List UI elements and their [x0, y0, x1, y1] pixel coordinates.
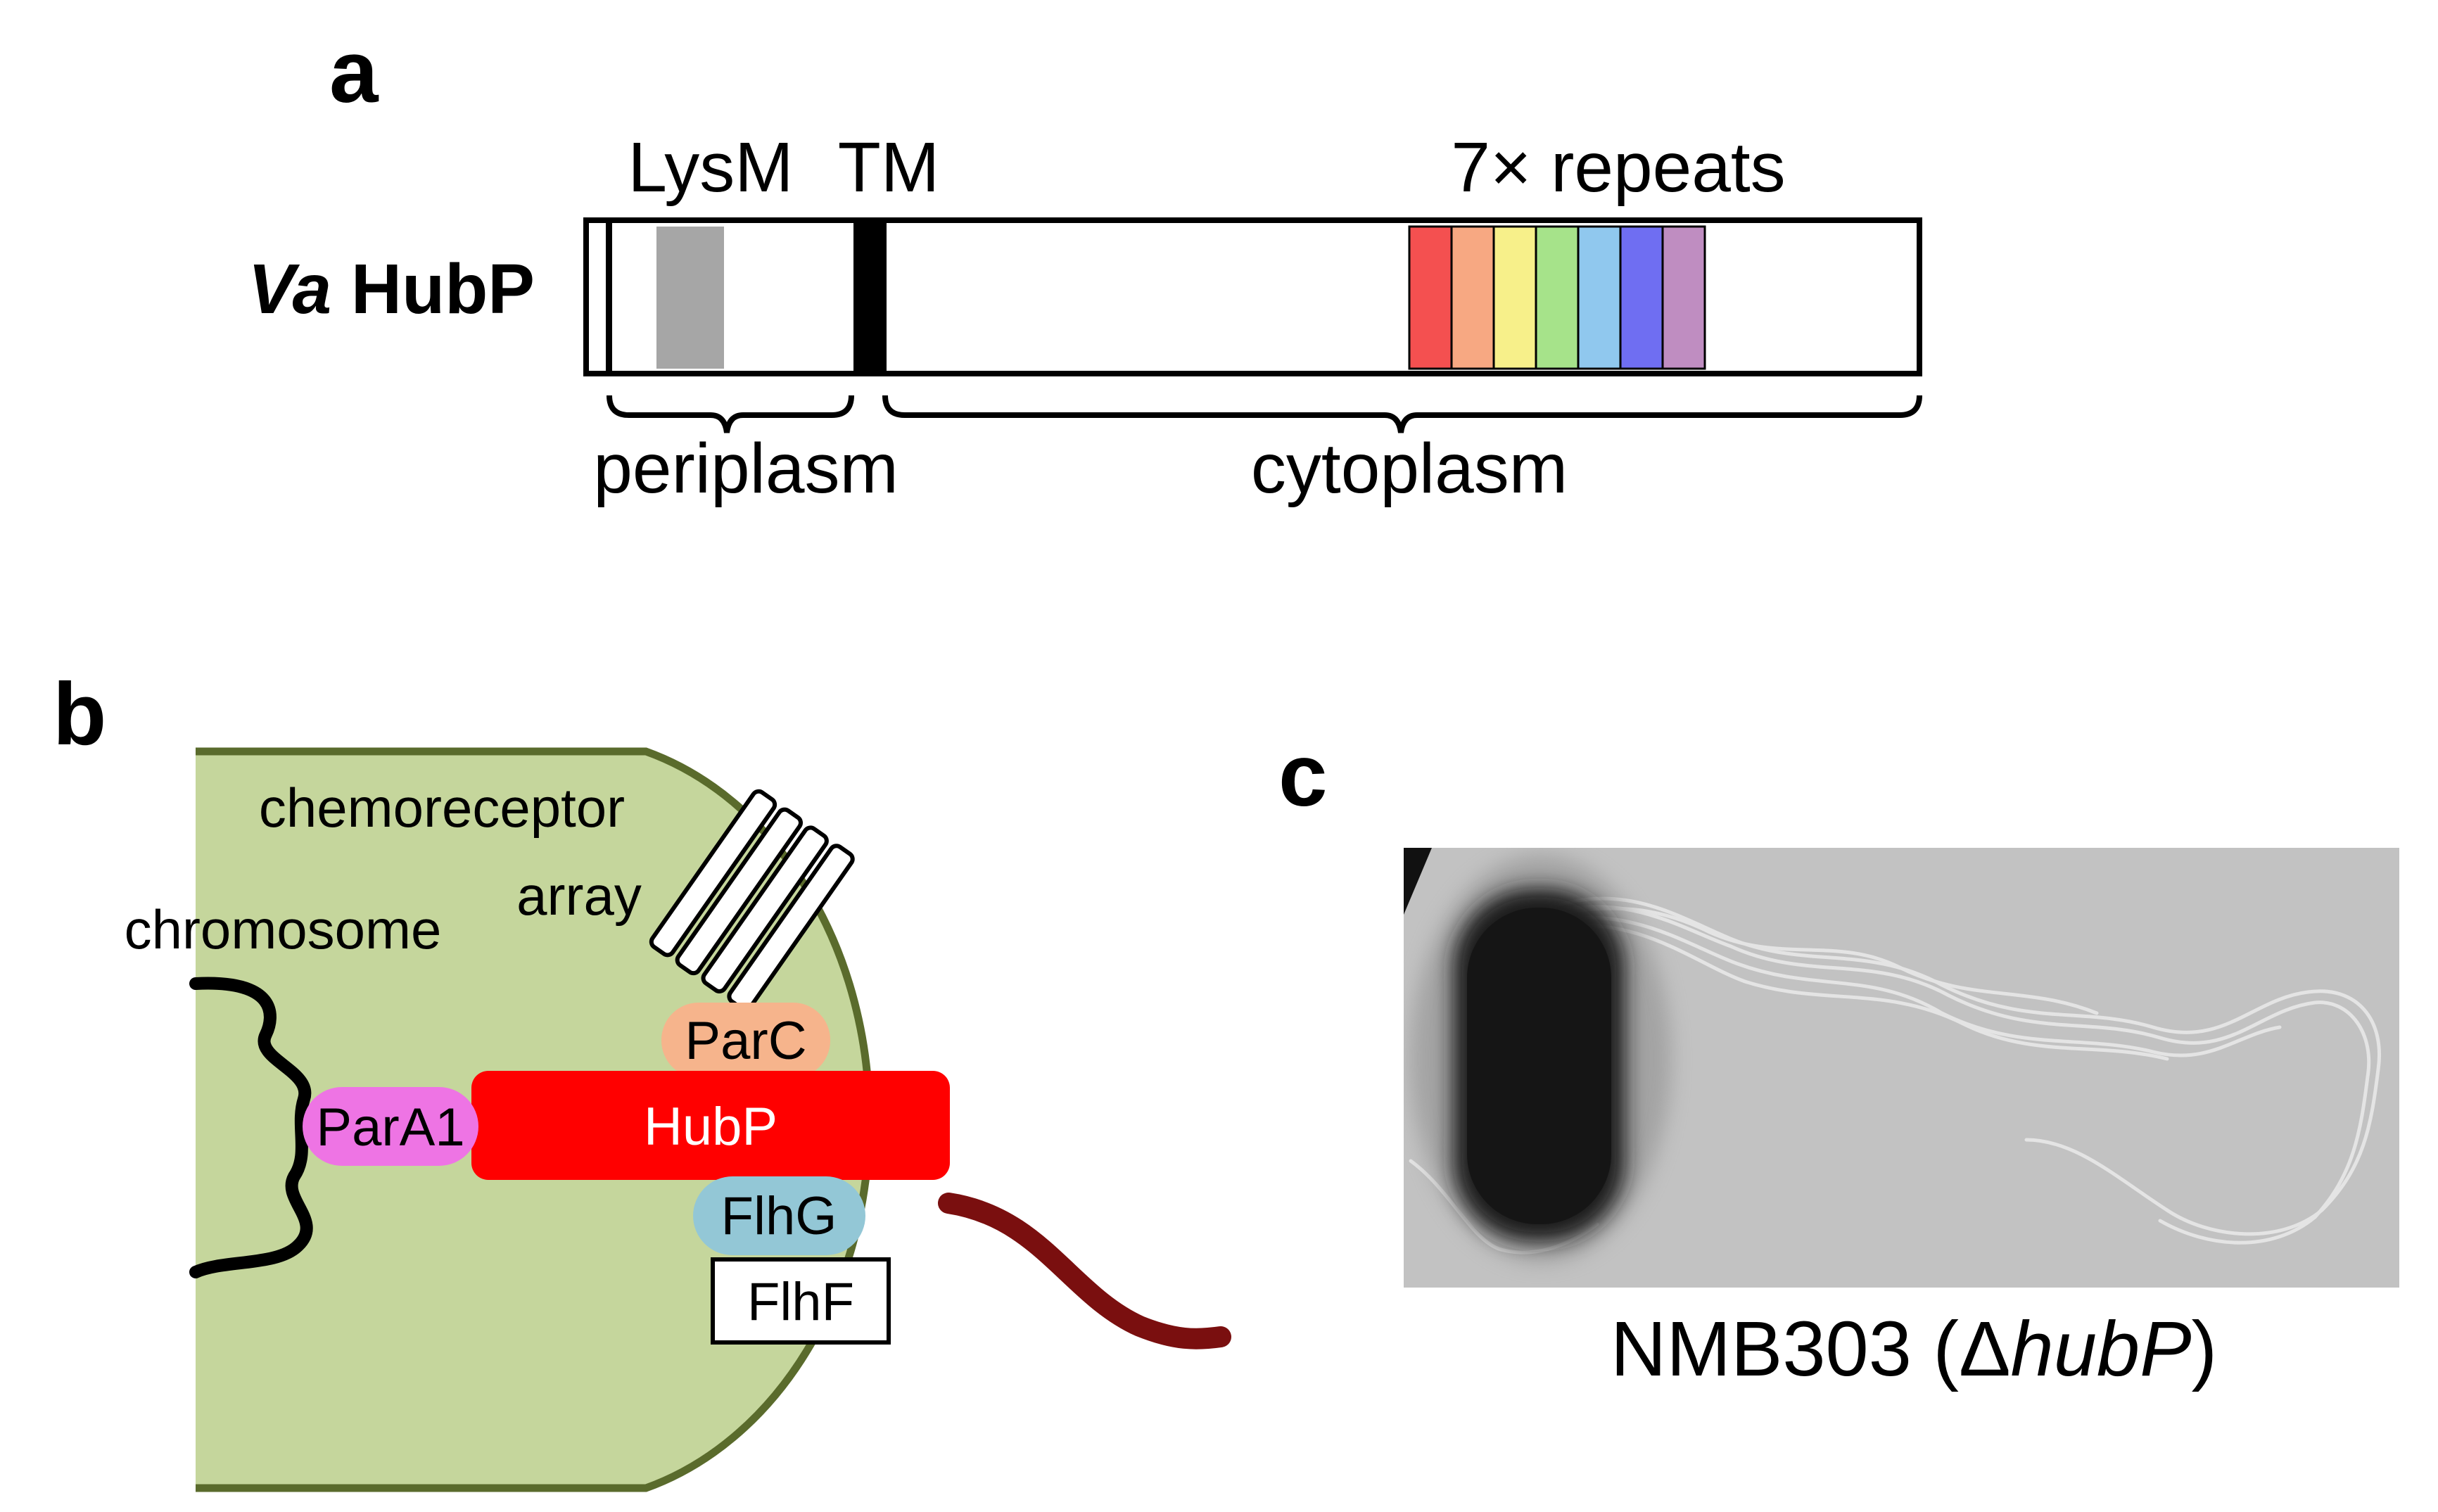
micrograph-corner — [1404, 848, 1432, 915]
micrograph-caption: NMB303 (ΔhubP) — [1611, 1306, 2217, 1392]
panel-b: b chemoreceptor array chromosome ParC Hu… — [53, 666, 1231, 1492]
caption-prefix: NMB303 (Δ — [1611, 1306, 2011, 1392]
chemoreceptor-array — [649, 789, 855, 1012]
para1-label: ParA1 — [316, 1098, 464, 1157]
protein-label-name: HubP — [351, 250, 535, 329]
tm-domain — [853, 220, 887, 374]
cytoplasm-bracket — [882, 395, 1922, 433]
repeat-domain-7 — [1661, 225, 1706, 370]
hubp-protein-bar — [583, 217, 1922, 376]
panel-c: c NMB303 (ΔhubP) — [1278, 727, 2399, 1392]
flagellum-filament-2 — [1542, 905, 2371, 1245]
hubp-protein — [471, 1071, 950, 1180]
repeat-domain-2 — [1450, 225, 1495, 370]
repeat-domain-6 — [1619, 225, 1664, 370]
flagellum — [938, 1193, 1231, 1349]
chromosome-label: chromosome — [125, 898, 442, 960]
flhg-protein — [693, 1176, 865, 1255]
panel-a: a Va HubP LysM TM 7× repeats periplasm c… — [248, 23, 1922, 508]
chemoreceptor-2 — [675, 807, 803, 976]
protein-label-organism: Va — [248, 250, 332, 329]
flagellum-filament-1 — [1539, 896, 2381, 1236]
panel-a-letter: a — [329, 23, 379, 121]
repeat-domains — [1408, 225, 1706, 370]
repeats-label: 7× repeats — [1451, 128, 1785, 207]
lysm-domain — [656, 227, 724, 369]
periplasm-bracket — [607, 395, 854, 433]
electron-micrograph — [1404, 848, 2399, 1288]
caption-gene: hubP — [2011, 1306, 2192, 1392]
chemoreceptor-label-line1: chemoreceptor — [259, 777, 625, 839]
protein-label: Va HubP — [248, 250, 535, 329]
chemoreceptor-1 — [649, 789, 777, 958]
flhg-label: FlhG — [721, 1186, 837, 1246]
flagellum-filament-4 — [1535, 906, 2099, 1015]
bacterium-cell-core — [1467, 908, 1611, 1224]
repeat-domain-5 — [1577, 225, 1622, 370]
tm-label: TM — [838, 128, 939, 207]
hubp-label: HubP — [644, 1097, 777, 1157]
lysm-label: LysM — [628, 128, 793, 207]
chemoreceptor-label-line2: array — [516, 865, 642, 927]
flagellum-filament-5 — [1553, 923, 2169, 1061]
flagellum-filament-3 — [1546, 915, 2282, 1057]
repeat-domain-3 — [1492, 225, 1537, 370]
flhf-protein — [711, 1257, 891, 1345]
periplasm-label: periplasm — [593, 429, 899, 508]
flhf-label: FlhF — [747, 1272, 854, 1332]
caption-suffix: ) — [2191, 1306, 2217, 1392]
repeat-domain-4 — [1535, 225, 1580, 370]
cytoplasm-label: cytoplasm — [1251, 429, 1568, 508]
signal-peptide-mark — [606, 220, 612, 374]
chemoreceptor-3 — [701, 825, 829, 993]
parc-protein — [661, 1003, 830, 1078]
panel-b-letter: b — [53, 666, 106, 763]
parc-label: ParC — [685, 1011, 806, 1071]
para1-protein — [303, 1087, 478, 1166]
chromosome — [189, 977, 313, 1278]
repeat-domain-1 — [1408, 225, 1453, 370]
panel-c-letter: c — [1278, 727, 1328, 825]
